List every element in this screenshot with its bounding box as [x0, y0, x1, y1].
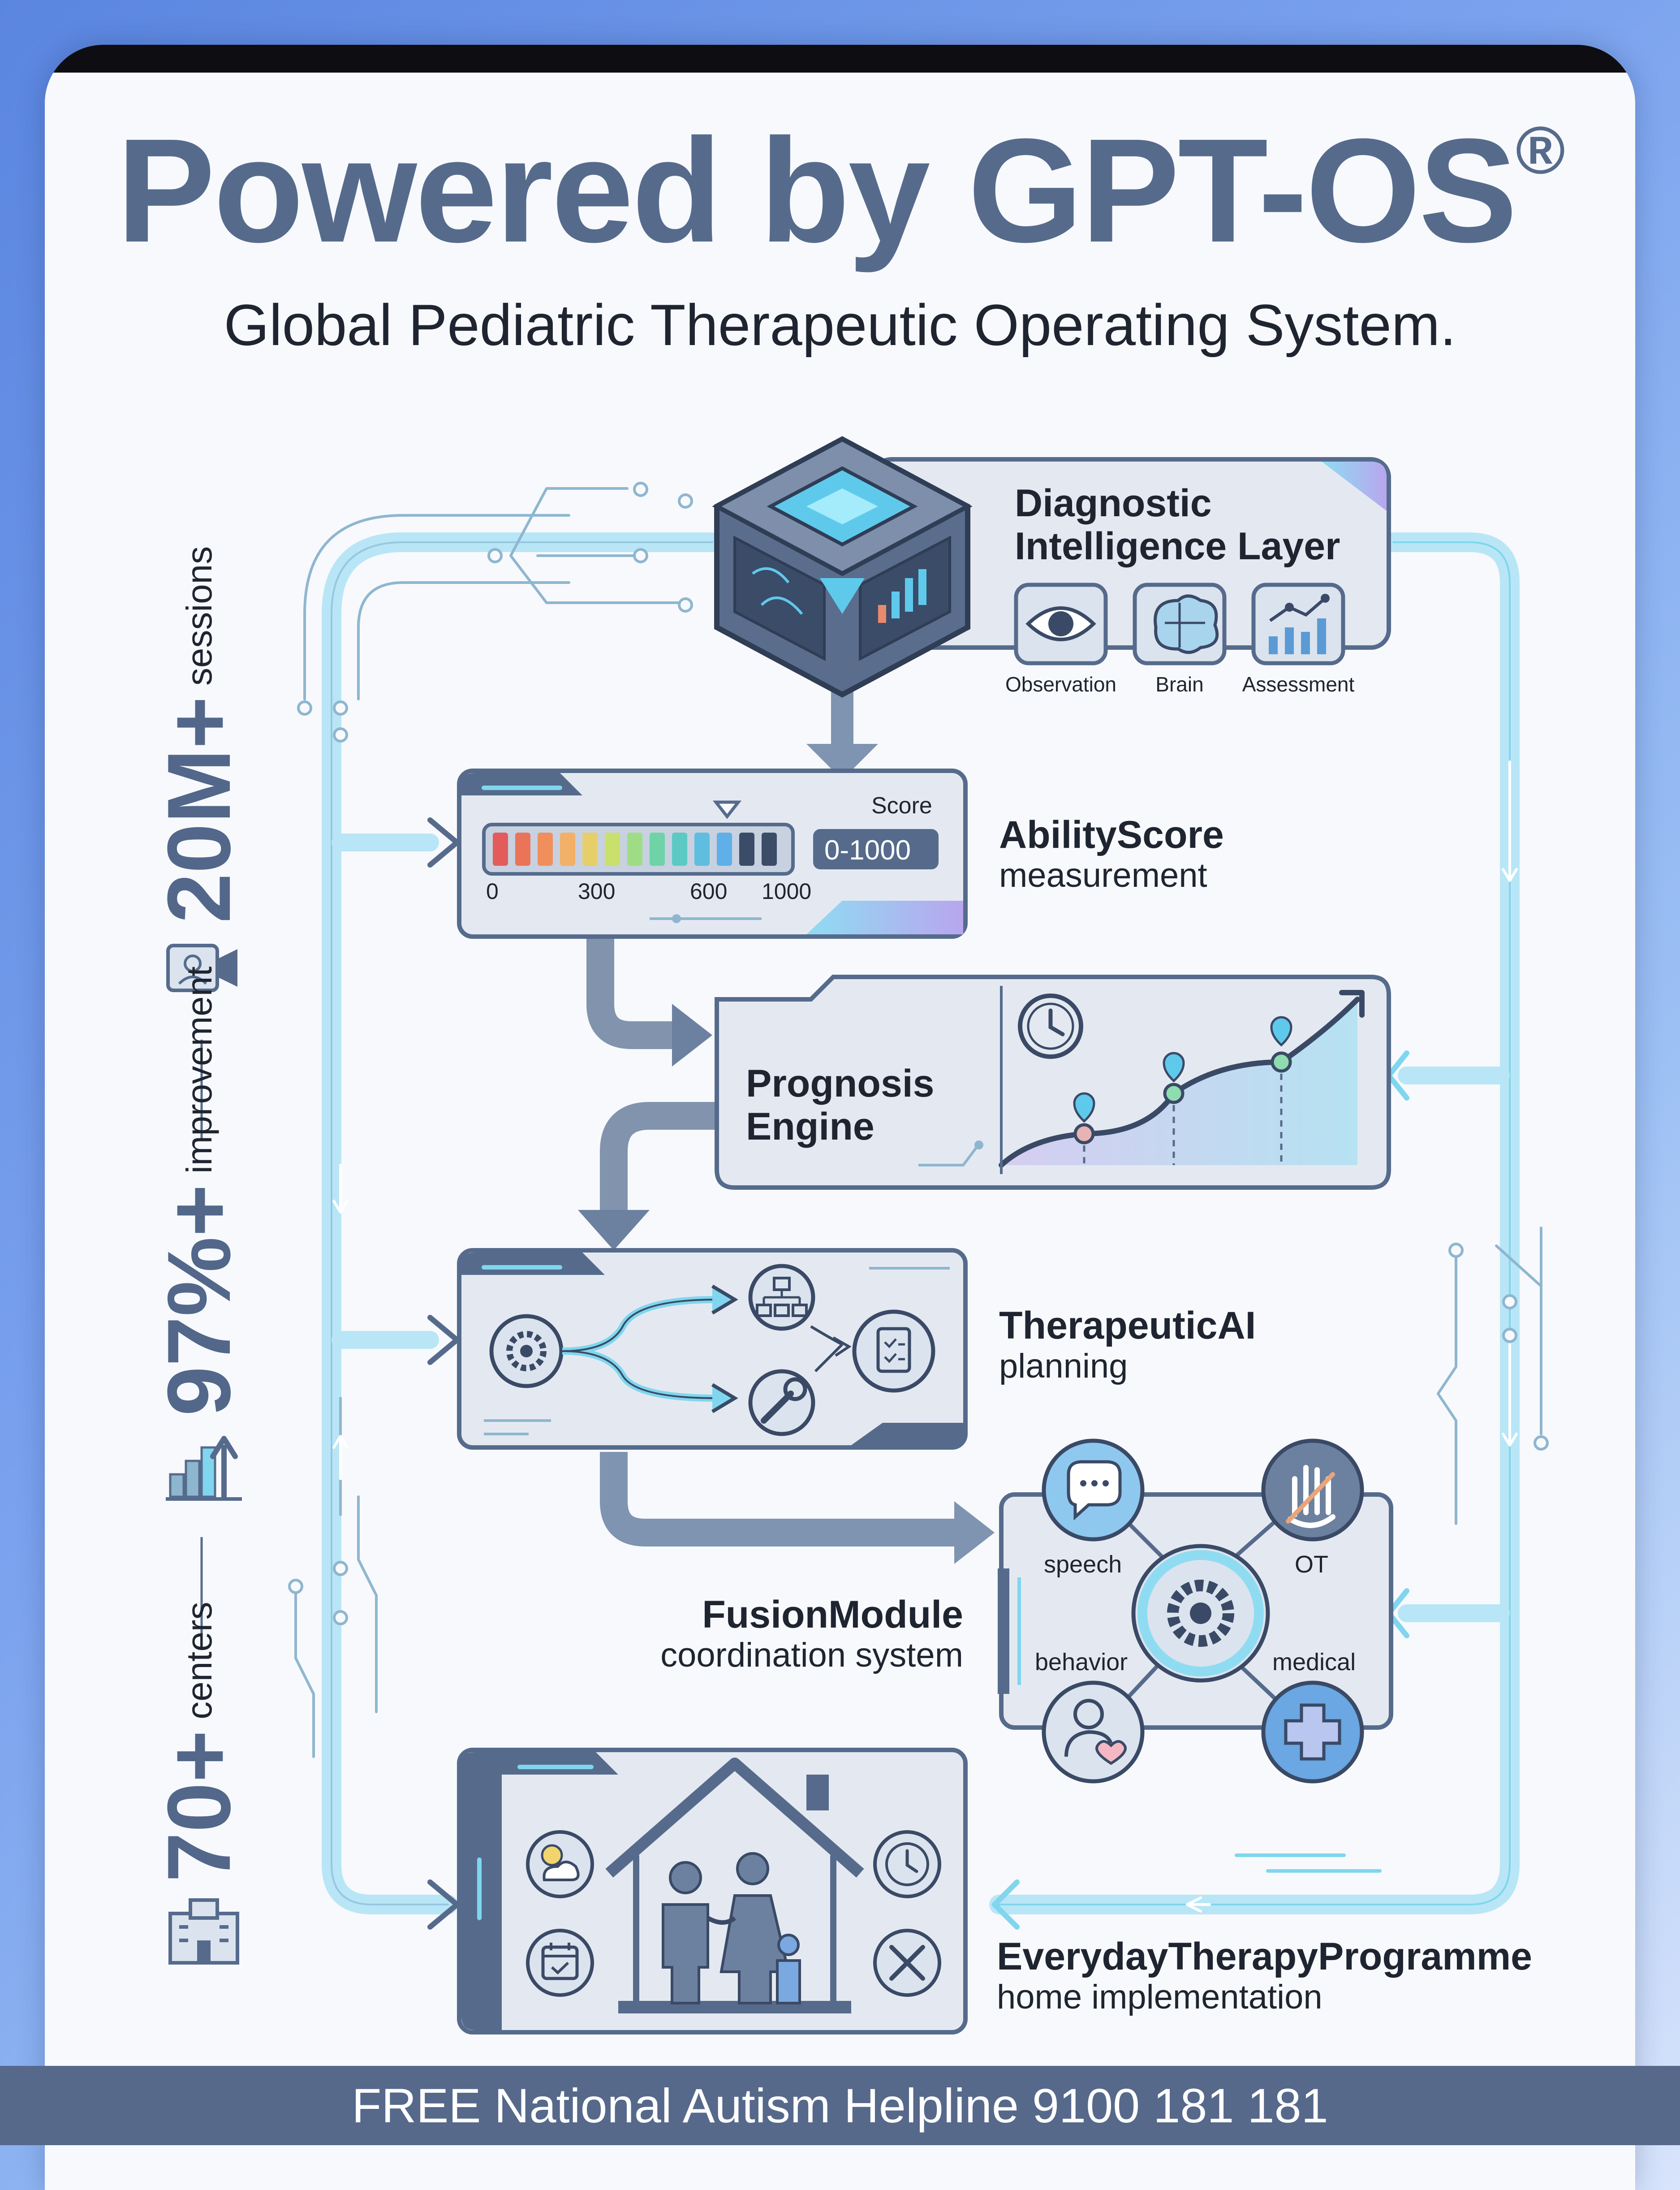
score-caption: Score: [871, 793, 932, 819]
top-bar: [45, 45, 1635, 73]
fusion-label: FusionModule coordination system: [582, 1593, 963, 1674]
diagnostic-title-line1: Diagnostic: [1015, 482, 1212, 525]
eye-icon: [1014, 583, 1108, 665]
brain-icon: [1133, 583, 1227, 665]
building-icon: [168, 1898, 239, 1965]
meter-segment: [672, 833, 687, 866]
therapeutic-panel: [457, 1248, 968, 1450]
clock-icon: [1018, 993, 1083, 1059]
stat-improvement-caption: improvement: [179, 966, 219, 1174]
score-range: 0-1000: [824, 835, 911, 866]
fork-knife-icon: [873, 1929, 941, 1997]
brain-label: Brain: [1155, 673, 1204, 696]
everyday-name: EverydayTherapyProgramme: [997, 1935, 1533, 1978]
central-gear-icon: [1131, 1544, 1270, 1683]
tick-300: 300: [578, 879, 616, 904]
helpline-footer[interactable]: FREE National Autism Helpline 9100 181 1…: [0, 2066, 1680, 2145]
meter-segment: [605, 833, 620, 866]
tick-600: 600: [690, 879, 728, 904]
ability-label: AbilityScore measurement: [999, 813, 1224, 894]
meter-segment: [538, 833, 553, 866]
diagnostic-cube: [712, 436, 973, 698]
checklist-icon: [852, 1309, 935, 1393]
bar-chart-arrow-icon: [166, 1436, 242, 1501]
prognosis-line1: Prognosis: [746, 1062, 935, 1105]
diagnostic-panel: [871, 457, 1391, 665]
hand-icon: [1261, 1438, 1364, 1542]
meter-bars: [493, 833, 777, 866]
everyday-desc: home implementation: [997, 1978, 1322, 2017]
right-flow: [989, 532, 1549, 1930]
diagnostic-title-line2: Intelligence Layer: [1015, 525, 1340, 568]
meter-segment: [694, 833, 710, 866]
tick-1000: 1000: [762, 879, 812, 904]
title-text: Powered by GPT-OS: [116, 108, 1517, 273]
fusion-desc: coordination system: [660, 1636, 963, 1675]
house-family-icon: [605, 1758, 864, 2013]
prognosis-panel: [715, 975, 1391, 1190]
page-title: Powered by GPT-OS®: [0, 117, 1680, 264]
page-subtitle: Global Pediatric Therapeutic Operating S…: [224, 292, 1456, 358]
stat-centers: 70+ centers: [148, 1602, 251, 1882]
meter-segment: [717, 833, 732, 866]
observation-label: Observation: [1005, 673, 1116, 696]
node-medical: medical: [1272, 1649, 1356, 1676]
ability-score-panel: [457, 769, 968, 939]
stat-improvement-value: 97%+: [149, 1184, 249, 1416]
meter-segment: [650, 833, 665, 866]
fusion-name: FusionModule: [702, 1593, 963, 1636]
prognosis-label: Prognosis Engine: [746, 1062, 935, 1149]
stat-improvement: 97%+ improvement: [148, 967, 251, 1416]
meter-segment: [627, 833, 642, 866]
video-camera-user-icon: [166, 944, 237, 992]
speech-bubble-icon: [1042, 1438, 1145, 1542]
meter-segment: [739, 833, 754, 866]
home-clock-icon: [873, 1830, 941, 1898]
left-flow: [288, 482, 722, 1930]
stat-centers-value: 70+: [149, 1730, 249, 1882]
diagnostic-title: Diagnostic Intelligence Layer: [1015, 482, 1340, 568]
person-heart-icon: [1042, 1680, 1145, 1784]
node-ot: OT: [1295, 1551, 1328, 1578]
stat-sessions-caption: sessions: [179, 546, 219, 686]
meter-segment: [762, 833, 777, 866]
wrench-icon: [748, 1369, 815, 1436]
assessment-chart-icon: [1251, 583, 1345, 665]
therapeutic-name: TherapeuticAI: [999, 1304, 1256, 1347]
prognosis-line2: Engine: [746, 1105, 874, 1149]
ability-desc: measurement: [999, 856, 1207, 895]
registered-mark: ®: [1516, 112, 1565, 188]
everyday-panel: [457, 1748, 968, 2034]
therapeutic-label: TherapeuticAI planning: [999, 1304, 1256, 1385]
stat-sessions: 20M+ sessions: [148, 546, 251, 923]
assessment-label: Assessment: [1242, 673, 1355, 696]
meter-segment: [515, 833, 530, 866]
meter-segment: [560, 833, 575, 866]
medical-cross-icon: [1261, 1680, 1364, 1784]
calendar-icon: [526, 1929, 594, 1997]
hierarchy-icon: [748, 1264, 815, 1331]
everyday-label: EverydayTherapyProgramme home implementa…: [997, 1935, 1532, 2016]
main-connectors: [578, 681, 995, 1564]
tick-0: 0: [486, 879, 499, 904]
node-behavior: behavior: [1035, 1649, 1128, 1676]
meter-segment: [493, 833, 508, 866]
therapeutic-desc: planning: [999, 1347, 1128, 1386]
node-speech: speech: [1044, 1551, 1122, 1578]
gear-icon: [489, 1314, 564, 1388]
weather-icon: [526, 1830, 594, 1898]
fusion-panel: [998, 1438, 1393, 1784]
ability-name: AbilityScore: [999, 813, 1224, 856]
stat-centers-caption: centers: [179, 1602, 219, 1719]
stat-sessions-value: 20M+: [149, 696, 249, 923]
meter-segment: [582, 833, 598, 866]
